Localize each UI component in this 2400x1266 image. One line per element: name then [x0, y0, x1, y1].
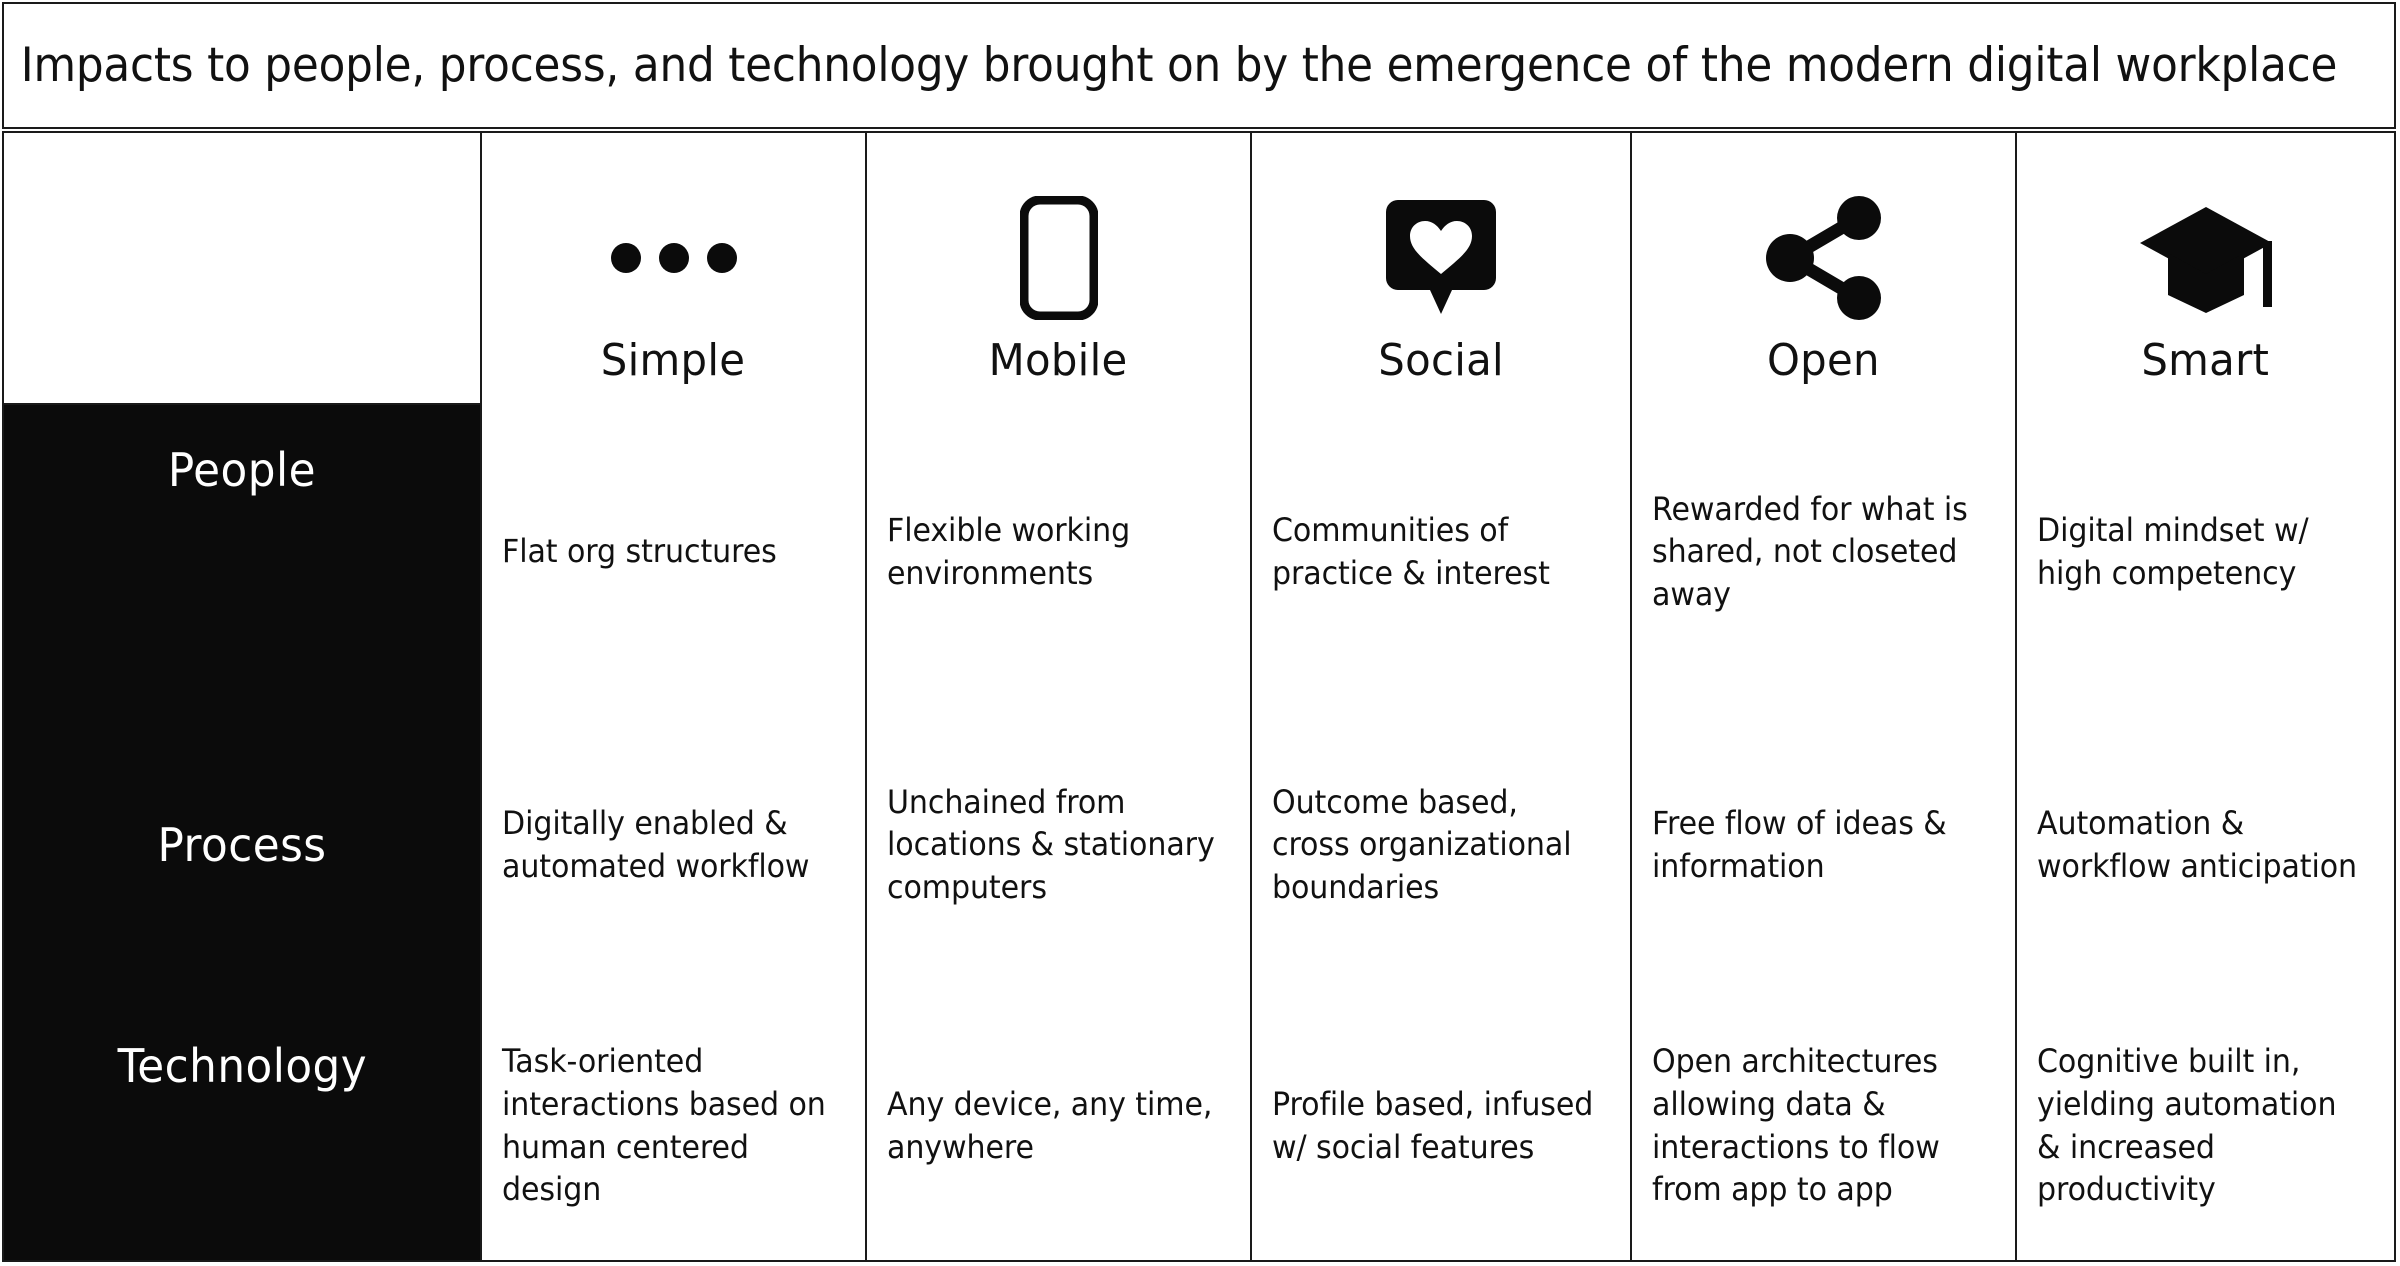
cell-text: Digital mindset w/ high competency [2037, 510, 2309, 592]
column-header-smart[interactable]: Smart [2015, 133, 2394, 405]
row-header-process: Process [4, 698, 480, 991]
matrix-cell-people-smart: Digital mindset w/ high competency [2015, 405, 2394, 698]
row-header-technology: Technology [4, 991, 480, 1260]
cell-text: Flexible working environments [887, 510, 1131, 592]
cell-text: Any device, any time, anywhere [887, 1084, 1213, 1166]
share-nodes-icon [1760, 189, 1888, 327]
column-header-label: Open [1767, 335, 1880, 386]
column-header-open[interactable]: Open [1630, 133, 2015, 405]
matrix-cell-technology-mobile: Any device, any time, anywhere [865, 991, 1250, 1260]
matrix-cell-people-mobile: Flexible working environments [865, 405, 1250, 698]
cell-text: Flat org structures [502, 532, 777, 571]
matrix-cell-people-social: Communities of practice & interest [1250, 405, 1630, 698]
matrix-cell-process-open: Free flow of ideas & information [1630, 698, 2015, 991]
matrix-cell-people-open: Rewarded for what is shared, not closete… [1630, 405, 2015, 698]
cell-text: Unchained from locations & stationary co… [887, 782, 1215, 906]
matrix-cell-process-smart: Automation & workflow anticipation [2015, 698, 2394, 991]
comparison-matrix-table: Simple Mobile Social [2, 131, 2396, 1262]
cell-text: Open architectures allowing data & inter… [1652, 1042, 1940, 1209]
matrix-cell-people-simple: Flat org structures [480, 405, 865, 698]
cell-text: Profile based, infused w/ social feature… [1272, 1084, 1594, 1166]
row-header-label: People [167, 443, 317, 497]
graduation-cap-icon [2136, 189, 2276, 327]
matrix-cell-technology-smart: Cognitive built in, yielding automation … [2015, 991, 2394, 1260]
cell-text: Communities of practice & interest [1272, 510, 1550, 592]
matrix-cell-process-social: Outcome based, cross organizational boun… [1250, 698, 1630, 991]
column-header-simple[interactable]: Simple [480, 133, 865, 405]
title-band: Impacts to people, process, and technolo… [2, 2, 2396, 129]
row-header-label: Process [157, 817, 327, 872]
matrix-cell-technology-social: Profile based, infused w/ social feature… [1250, 991, 1630, 1260]
cell-text: Automation & workflow anticipation [2037, 803, 2358, 885]
row-header-label: Technology [117, 1039, 367, 1093]
matrix-corner-cell [4, 133, 480, 405]
heart-speech-bubble-icon [1384, 189, 1498, 327]
ellipsis-dots-icon [610, 189, 737, 327]
smartphone-icon [1019, 189, 1098, 327]
cell-text: Outcome based, cross organizational boun… [1272, 782, 1572, 906]
row-header-people: People [4, 405, 480, 698]
matrix-cell-process-mobile: Unchained from locations & stationary co… [865, 698, 1250, 991]
column-header-label: Smart [2141, 335, 2270, 386]
page-title: Impacts to people, process, and technolo… [20, 37, 2338, 93]
column-header-social[interactable]: Social [1250, 133, 1630, 405]
cell-text: Digitally enabled & automated workflow [502, 803, 810, 885]
matrix-cell-process-simple: Digitally enabled & automated workflow [480, 698, 865, 991]
cell-text: Task-oriented interactions based on huma… [502, 1042, 826, 1209]
column-header-mobile[interactable]: Mobile [865, 133, 1250, 405]
cell-text: Cognitive built in, yielding automation … [2037, 1042, 2337, 1209]
matrix-cell-technology-open: Open architectures allowing data & inter… [1630, 991, 2015, 1260]
column-header-label: Simple [601, 335, 746, 386]
cell-text: Rewarded for what is shared, not closete… [1652, 489, 1968, 613]
cell-text: Free flow of ideas & information [1652, 803, 1947, 885]
column-header-label: Social [1378, 335, 1504, 386]
matrix-cell-technology-simple: Task-oriented interactions based on huma… [480, 991, 865, 1260]
column-header-label: Mobile [989, 335, 1128, 386]
